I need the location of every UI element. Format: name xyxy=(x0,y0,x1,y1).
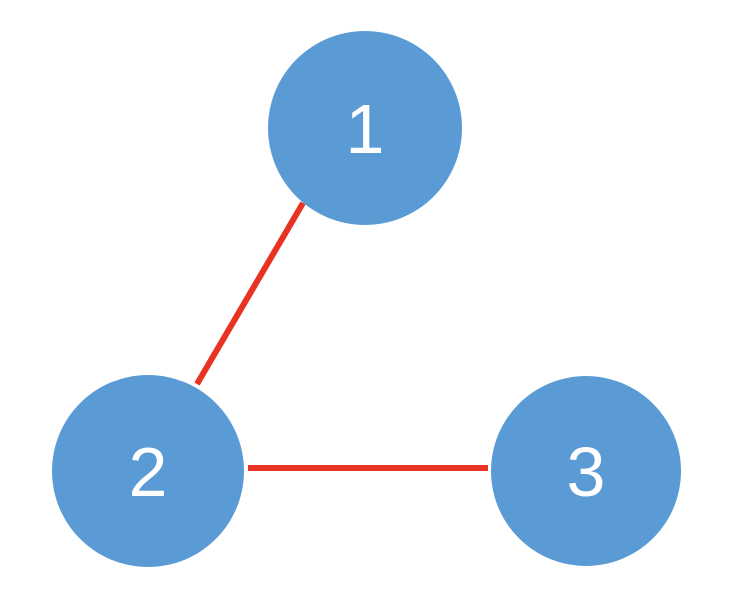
graph-edge-1-2 xyxy=(194,201,306,386)
node-label-3: 3 xyxy=(567,433,606,511)
node-circle-2 xyxy=(52,375,244,567)
graph-node-2: 2 xyxy=(52,375,244,567)
graph-node-3: 3 xyxy=(491,376,681,566)
node-layer: 1 2 3 xyxy=(52,31,681,567)
node-circle-1 xyxy=(268,31,462,225)
node-label-1: 1 xyxy=(346,90,385,168)
node-circle-3 xyxy=(491,376,681,566)
node-label-2: 2 xyxy=(129,433,168,511)
graph-node-1: 1 xyxy=(268,31,462,225)
edge-layer xyxy=(194,201,488,471)
